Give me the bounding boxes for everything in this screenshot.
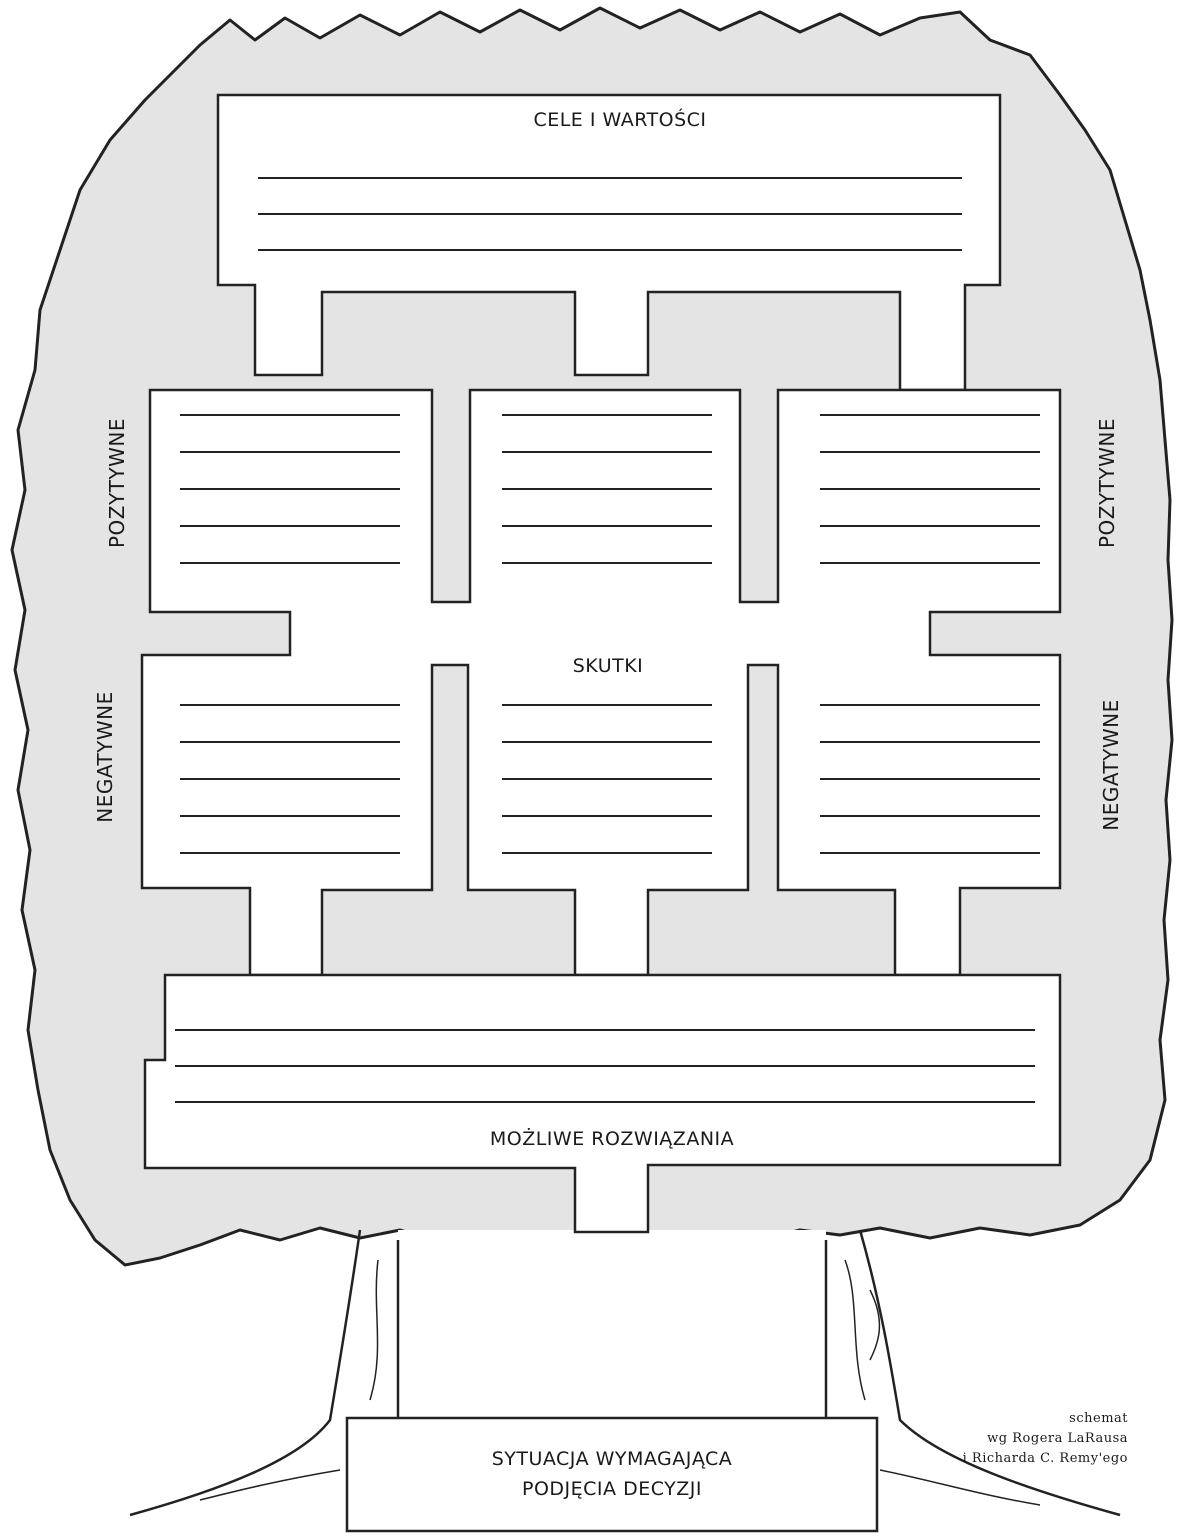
- negative-right-lines: [820, 704, 1040, 854]
- negative-middle-lines: [502, 704, 712, 854]
- goals-label: CELE I WARTOŚCI: [533, 107, 706, 131]
- positive-right-lines: [820, 414, 1040, 564]
- solutions-box: [143, 973, 1062, 1234]
- consequences-area: [140, 388, 1062, 977]
- solutions-label: MOŻLIWE ROZWIĄZANIA: [490, 1127, 734, 1150]
- situation-label-line2: PODJĘCIA DECYZJI: [522, 1478, 702, 1500]
- negative-right-label: NEGATYWNE: [1099, 699, 1123, 831]
- goals-box: [216, 93, 1002, 392]
- tree-trunk: [129, 1229, 1121, 1517]
- positive-left-lines: [180, 414, 400, 564]
- credit-line2: wg Rogera LaRausa: [987, 1431, 1128, 1446]
- negative-left-lines: [180, 704, 400, 854]
- negative-left-label: NEGATYWNE: [93, 691, 117, 823]
- situation-label-line1: SYTUACJA WYMAGAJĄCA: [492, 1448, 733, 1470]
- positive-left-label: POZYTYWNE: [105, 418, 129, 548]
- positive-middle-lines: [502, 414, 712, 564]
- situation-box: [345, 1416, 879, 1533]
- positive-right-label: POZYTYWNE: [1095, 418, 1119, 548]
- credit-line3: i Richarda C. Remy'ego: [963, 1451, 1128, 1466]
- credit-line1: schemat: [1069, 1411, 1128, 1426]
- consequences-label: SKUTKI: [573, 655, 644, 677]
